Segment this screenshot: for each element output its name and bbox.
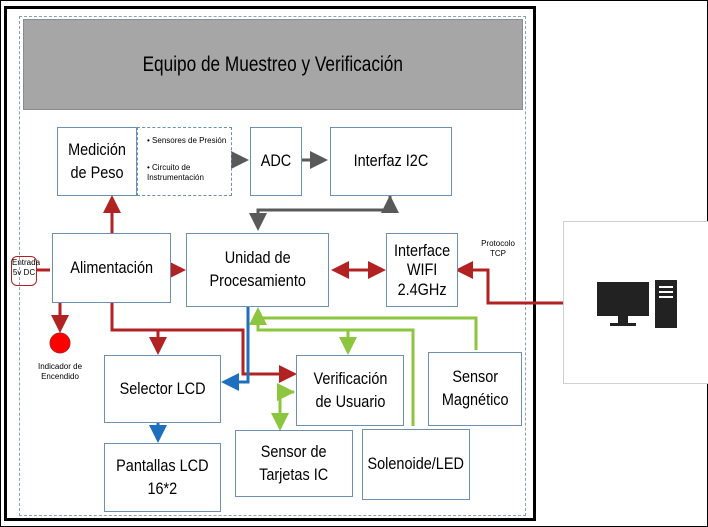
wire-green-mag bbox=[258, 316, 478, 350]
block-medicion-peso-label: Medición de Peso bbox=[68, 139, 126, 182]
wire-wifi-computer bbox=[455, 261, 591, 312]
sensores-item-2-text: Circuito de Instrumentación bbox=[147, 163, 204, 182]
wire-i2c-unidad bbox=[249, 196, 392, 231]
block-unidad-procesamiento: Unidad de Procesamiento bbox=[186, 233, 329, 307]
computer-icon bbox=[597, 280, 677, 328]
entrada-label: Entrada 5v DC bbox=[11, 256, 40, 286]
block-alimentacion: Alimentación bbox=[52, 233, 171, 303]
indicador-label: Indicador de Encendido bbox=[37, 362, 83, 381]
sensores-item-1: • Sensores de Presión bbox=[147, 136, 227, 145]
wire-alim-selector bbox=[110, 303, 167, 355]
wire-alim-verif bbox=[158, 328, 297, 383]
block-interfaz-i2c: Interfaz I2C bbox=[330, 127, 452, 196]
wire-unidad-selector bbox=[221, 307, 250, 391]
block-selector-lcd: Selector LCD bbox=[104, 355, 221, 423]
block-sensor-tarjetas: Sensor de Tarjetas IC bbox=[235, 430, 353, 497]
protocolo-label: Protocolo TCP bbox=[481, 239, 515, 258]
block-verificacion-label: Verificación de Usuario bbox=[313, 368, 387, 411]
block-medicion-peso: Medición de Peso bbox=[57, 127, 137, 196]
sensores-item-1-text: Sensores de Presión bbox=[152, 136, 227, 145]
diagram-title: Equipo de Muestreo y Verificación bbox=[142, 52, 404, 76]
sensores-group bbox=[137, 127, 232, 196]
block-selector-label: Selector LCD bbox=[119, 378, 206, 398]
block-pantallas-lcd: Pantallas LCD 16*2 bbox=[104, 443, 221, 512]
block-sensor-mag-label: Sensor Magnético bbox=[441, 367, 509, 409]
block-unidad-label: Unidad de Procesamiento bbox=[209, 248, 306, 290]
block-solenoide-label: Solenoide/LED bbox=[367, 454, 465, 474]
block-pantallas-label: Pantallas LCD 16*2 bbox=[116, 455, 209, 498]
diagram-title-bar: Equipo de Muestreo y Verificación bbox=[23, 19, 523, 110]
block-wifi-label: Interface WIFI 2.4GHz bbox=[393, 240, 451, 299]
wire-green-tarjetas bbox=[271, 390, 294, 431]
block-interfaz-i2c-label: Interfaz I2C bbox=[353, 151, 429, 171]
block-adc-label: ADC bbox=[260, 151, 292, 171]
block-alimentacion-label: Alimentación bbox=[70, 257, 153, 277]
block-interface-wifi: Interface WIFI 2.4GHz bbox=[386, 233, 458, 307]
block-solenoide-led: Solenoide/LED bbox=[362, 429, 470, 500]
power-led bbox=[49, 332, 71, 354]
block-adc: ADC bbox=[250, 127, 302, 196]
sensores-item-2: • Circuito de Instrumentación bbox=[147, 163, 204, 182]
block-sensor-magnetico: Sensor Magnético bbox=[428, 352, 522, 426]
block-verificacion-usuario: Verificación de Usuario bbox=[296, 355, 404, 426]
block-sensor-tarjetas-label: Sensor de Tarjetas IC bbox=[259, 441, 329, 484]
